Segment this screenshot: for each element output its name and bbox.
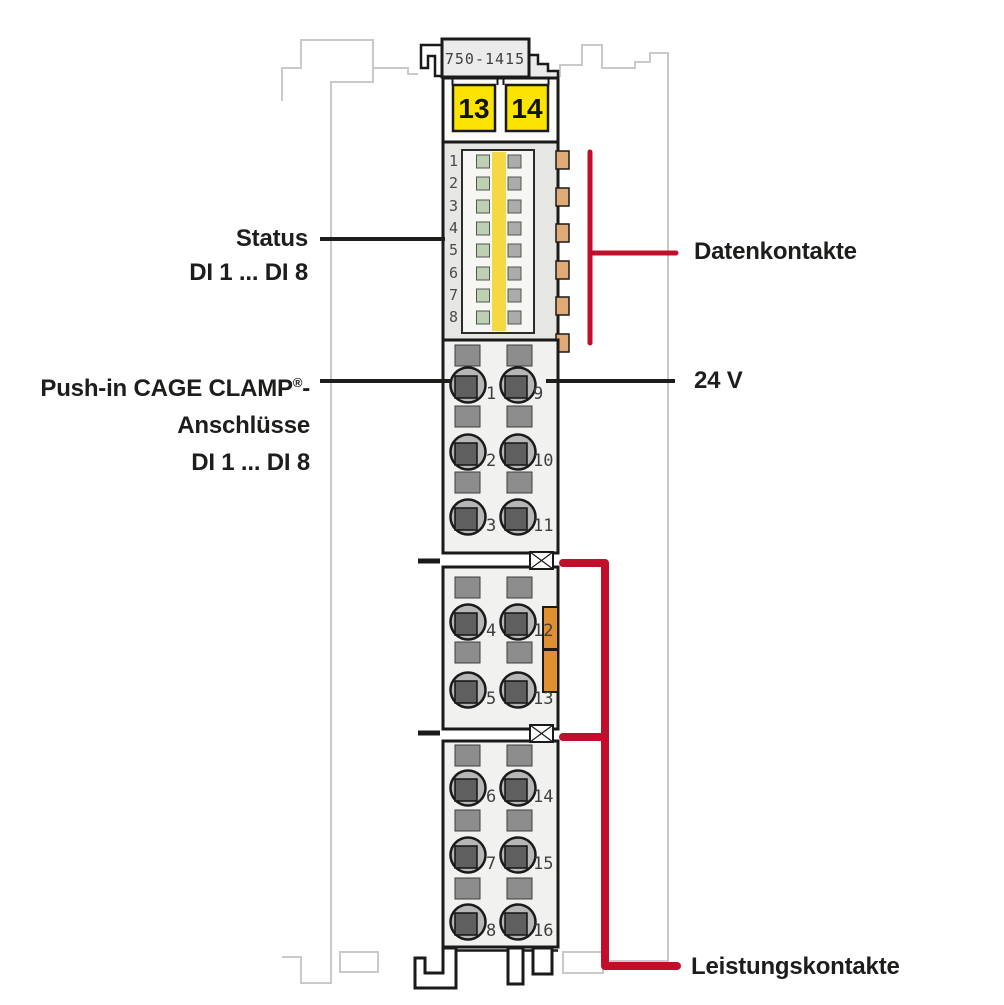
svg-text:7: 7 bbox=[449, 286, 458, 304]
power-contacts-callout-line bbox=[559, 559, 681, 970]
pushin-range: DI 1 ... DI 8 bbox=[191, 449, 310, 476]
wire-entries-c bbox=[454, 744, 533, 900]
neighbor-right-outline bbox=[559, 44, 669, 962]
svg-text:15: 15 bbox=[533, 854, 553, 874]
svg-text:10: 10 bbox=[533, 451, 553, 471]
svg-text:9: 9 bbox=[533, 384, 543, 404]
svg-text:4: 4 bbox=[486, 621, 496, 641]
data-contact bbox=[555, 296, 570, 316]
clamps-b: 4 12 5 13 bbox=[449, 603, 553, 709]
wire-entries-a bbox=[454, 344, 533, 494]
svg-text:2: 2 bbox=[486, 451, 496, 471]
marking-13-text: 13 bbox=[458, 93, 489, 124]
registered-trademark-icon: ® bbox=[292, 375, 303, 390]
svg-text:3: 3 bbox=[486, 516, 496, 536]
power-contact bbox=[542, 649, 559, 693]
clamps-c: 6 14 7 15 8 16 bbox=[449, 769, 553, 941]
svg-text:4: 4 bbox=[449, 219, 458, 237]
neighbor-module-outline bbox=[281, 39, 669, 984]
neighbor-left-outline bbox=[281, 39, 374, 984]
led-grid bbox=[476, 154, 522, 325]
power-contacts bbox=[542, 606, 559, 693]
led-left-column bbox=[476, 154, 490, 325]
marking-card-13 bbox=[451, 83, 497, 133]
data-contact bbox=[555, 187, 570, 207]
svg-text:16: 16 bbox=[533, 921, 553, 941]
svg-text:6: 6 bbox=[449, 264, 458, 282]
module-foot-right bbox=[531, 946, 554, 976]
pushin-title-line: Push-in CAGE CLAMP®- bbox=[40, 375, 310, 402]
io-module: 750-1415 13 14 bbox=[413, 37, 570, 990]
status-title: Status bbox=[235, 225, 308, 252]
svg-text:11: 11 bbox=[533, 516, 553, 536]
module-foot-middle bbox=[506, 946, 525, 986]
marking-14-text: 14 bbox=[511, 93, 543, 124]
marking-card-14 bbox=[504, 83, 550, 133]
svg-text:1: 1 bbox=[486, 384, 496, 404]
callout-lines bbox=[320, 149, 681, 970]
neighbor-left-step bbox=[373, 67, 418, 75]
wire-entries-b bbox=[454, 576, 533, 664]
svg-text:1: 1 bbox=[449, 152, 458, 170]
svg-text:7: 7 bbox=[486, 854, 496, 874]
pushin-line2: Anschlüsse bbox=[177, 412, 310, 439]
callout-data-contacts: Datenkontakte bbox=[694, 238, 857, 265]
svg-text:3: 3 bbox=[449, 197, 458, 215]
data-contact bbox=[555, 223, 570, 243]
led-yellow-strip bbox=[492, 152, 506, 331]
part-number-text: 750-1415 bbox=[445, 50, 525, 68]
svg-text:13: 13 bbox=[533, 689, 553, 709]
led-channel-numbers: 1 2 3 4 5 6 7 8 bbox=[449, 152, 458, 326]
neighbor-right-foot bbox=[562, 951, 604, 974]
neighbor-left-foot bbox=[339, 951, 379, 973]
callout-pushin-cage-clamp: Push-in CAGE CLAMP®- Anschlüsse DI 1 ...… bbox=[40, 364, 310, 481]
data-contact bbox=[555, 150, 570, 170]
module-top-step bbox=[527, 53, 560, 80]
svg-text:12: 12 bbox=[533, 621, 553, 641]
callout-supply-voltage: 24 V bbox=[694, 367, 743, 394]
callout-power-contacts: Leistungskontakte bbox=[691, 953, 900, 980]
data-contacts-callout-line bbox=[587, 149, 679, 346]
callout-status: Status DI 1 ... DI 8 bbox=[189, 222, 308, 290]
data-contact bbox=[555, 260, 570, 280]
clamps-a: 1 9 2 10 3 11 bbox=[449, 366, 553, 536]
status-range: DI 1 ... DI 8 bbox=[189, 259, 308, 286]
module-foot-latch bbox=[413, 946, 458, 990]
svg-text:5: 5 bbox=[449, 241, 458, 259]
svg-text:8: 8 bbox=[486, 921, 496, 941]
svg-text:14: 14 bbox=[533, 787, 553, 807]
svg-text:8: 8 bbox=[449, 308, 458, 326]
svg-text:2: 2 bbox=[449, 174, 458, 192]
led-right-column bbox=[507, 154, 522, 325]
svg-text:6: 6 bbox=[486, 787, 496, 807]
svg-text:5: 5 bbox=[486, 689, 496, 709]
module-latch-hook bbox=[419, 43, 445, 78]
power-jumper-symbols bbox=[529, 551, 554, 743]
